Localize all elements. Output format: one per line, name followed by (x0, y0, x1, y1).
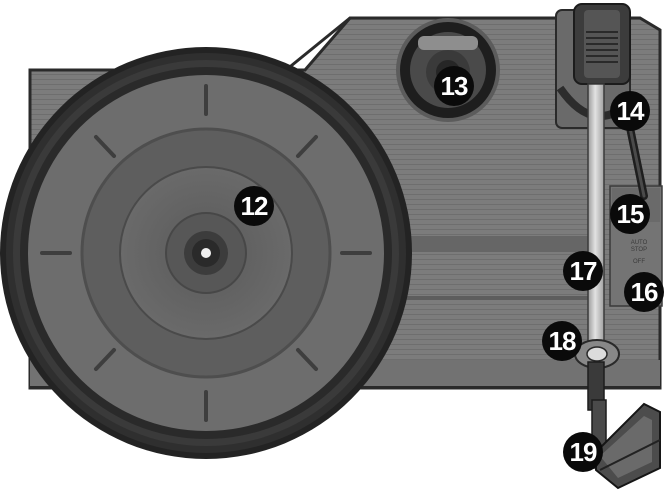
cue-lever (624, 114, 648, 200)
callout-19: 19 (563, 432, 603, 472)
turntable-platter-icon (0, 47, 412, 459)
callout-17: 17 (563, 251, 603, 291)
off-label: OFF (633, 259, 645, 265)
callout-14: 14 (610, 91, 650, 131)
callout-18: 18 (542, 321, 582, 361)
auto-stop-label: AUTO STOP (630, 240, 648, 253)
callout-12: 12 (234, 186, 274, 226)
callout-15: 15 (610, 194, 650, 234)
callout-13: 13 (434, 66, 474, 106)
cartridge-icon (595, 402, 661, 490)
callout-16: 16 (624, 272, 664, 312)
